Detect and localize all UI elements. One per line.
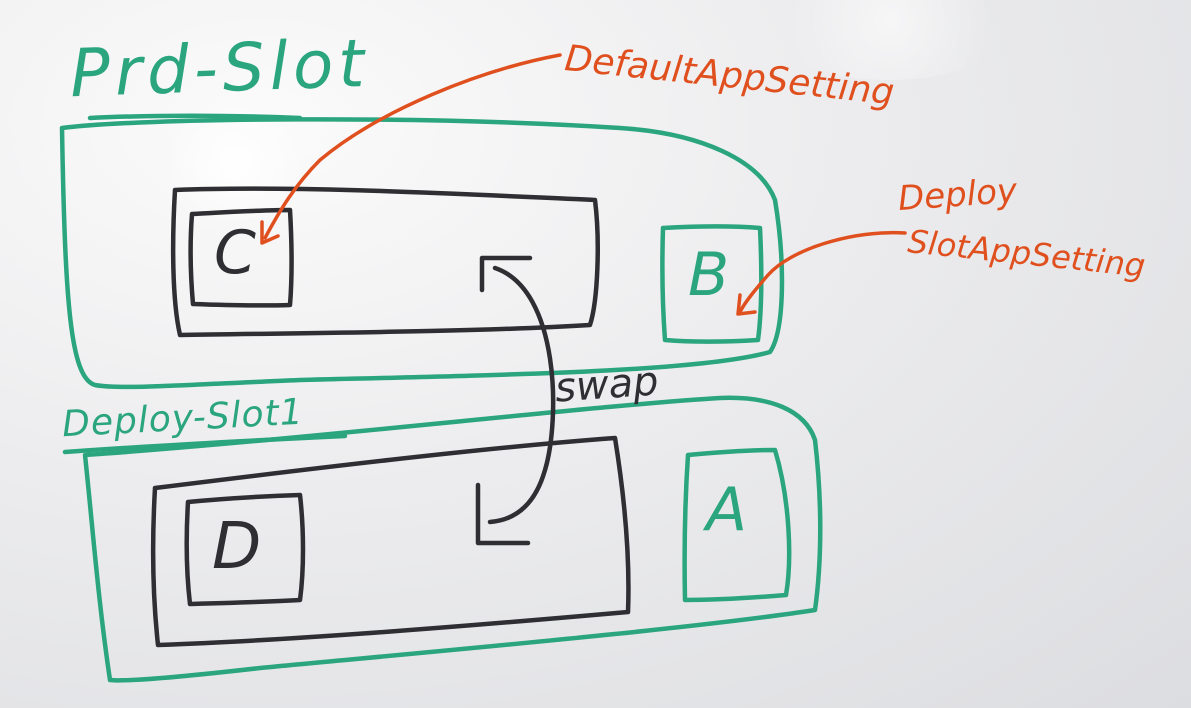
box-d-border <box>184 492 306 607</box>
box-c-border <box>188 207 294 308</box>
swap-handle-top <box>479 255 533 293</box>
box-a-label: A <box>706 475 748 545</box>
swap-label: swap <box>553 358 660 412</box>
light-glare <box>150 110 320 220</box>
slot-setting-arrowhead <box>736 293 757 316</box>
box-d-label: D <box>212 510 262 584</box>
box-b-label: B <box>688 240 730 310</box>
default-setting-arrow <box>263 53 562 240</box>
box-a-border <box>682 447 792 603</box>
prod-slot-title: Prd-Slot <box>68 24 371 113</box>
box-b-border <box>660 224 764 344</box>
swap-handle-bottom <box>475 482 531 546</box>
slot-setting-arrow <box>738 230 907 314</box>
deploy-inner-box <box>150 435 631 648</box>
deploy-title-underline <box>62 433 348 455</box>
swap-curve <box>487 265 556 525</box>
default-setting-arrowhead <box>260 220 280 245</box>
deploy-note-line1: Deploy <box>896 170 1019 220</box>
prod-title-underline <box>87 113 303 121</box>
prod-slot-box <box>59 117 785 390</box>
box-c-label: C <box>214 218 256 288</box>
deploy-slot-box <box>82 395 823 683</box>
prod-inner-box <box>170 186 600 338</box>
